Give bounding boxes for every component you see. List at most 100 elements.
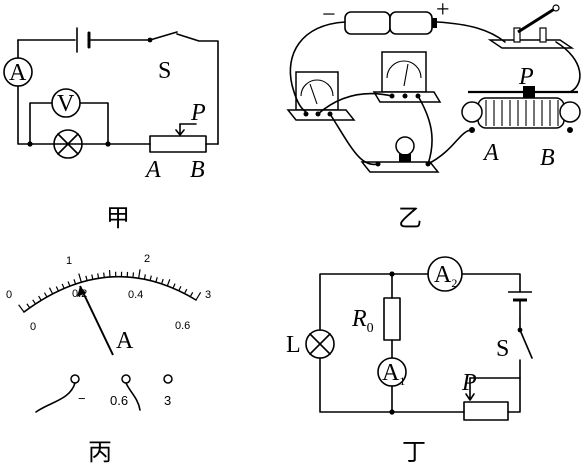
dial-tick [18,304,25,313]
dial-tick [166,279,171,287]
dial-tick [183,288,188,294]
lamp-cross [57,133,79,155]
figure-c: 0 1 2 3 0 0.2 0.4 0.6 A − 0.6 3 丙 [6,253,211,466]
ammeter-a1 [377,357,407,387]
rheostat-box [463,401,509,421]
ammeter-label: A [9,60,27,86]
battery-negative-label: − [322,2,336,28]
switch-label: S [158,58,171,84]
slider-label: P [190,100,206,126]
dial-tick [195,291,202,301]
caption-c: 丙 [88,438,112,466]
scale-top-1: 1 [66,255,72,267]
terminal-b-label: B [540,145,555,171]
terminal-3-label: 3 [164,393,171,408]
battery-terminal [432,18,437,28]
voltmeter-terminal [402,93,408,99]
ammeter-scale [300,79,334,97]
voltmeter-scale [386,60,422,79]
wire [427,129,473,165]
scale-bottom-0: 0 [30,321,36,333]
dial-tick [138,269,141,279]
switch-post [539,27,547,43]
dial-tick [149,275,152,281]
terminal-a-label: A [482,140,499,166]
dial-ticks [18,269,202,313]
terminal-0-6 [121,374,131,384]
rheostat-end [461,101,483,123]
dial-tick [38,295,42,301]
wire [289,21,346,113]
dial-tick [78,273,82,283]
rheostat-slider [523,86,535,98]
resistor-label-main: R [351,306,367,332]
dial-tick [155,277,158,283]
lamp-bulb [395,136,415,156]
wire [507,377,521,413]
dial-tick [189,292,194,297]
resistor-label: R0 [351,306,374,336]
dial-tick [55,286,59,292]
figure-a: S A V P A B 甲 [3,27,219,232]
wire [317,92,393,115]
lamp-icon [53,129,83,159]
lamp-cross [309,333,331,355]
wire [319,273,533,379]
dial-tick [67,281,71,287]
ammeter1-label: A1 [382,360,405,388]
wire [29,102,109,145]
dial-tick [73,279,77,285]
figure-d: S L R0 A1 A2 P 丁 [286,256,533,466]
switch-label: P [518,64,534,90]
ammeter-a2 [427,256,463,292]
ammeter2-label-sub: 2 [451,276,457,290]
voltmeter-needle [403,63,409,87]
dial-tick [32,299,36,305]
battery-positive-label: + [436,0,450,23]
switch-handle [552,4,560,12]
ammeter-needle [309,83,318,105]
dial-tick [43,292,48,298]
rheostat-slider [175,123,185,136]
rheostat-terminal [567,127,573,133]
figure-b: − + P [286,0,581,232]
scale-top-2: 2 [144,253,150,265]
scale-bottom-2: 0.4 [128,289,143,301]
rheostat-coil [477,97,565,129]
lamp-icon [305,329,335,359]
slider-label: P [461,370,477,396]
wire [125,382,141,411]
switch-base [487,39,575,49]
junction-dot [105,141,111,147]
voltmeter-v [51,88,81,118]
rheostat-end [559,101,581,123]
rheostat-slider [465,377,475,401]
switch-blade [149,31,178,41]
caption-d: 丁 [402,438,426,466]
lamp-socket [399,154,411,162]
scale-bottom-3: 0.6 [175,320,190,332]
switch-blade [517,6,557,34]
dial-tick [61,283,65,289]
ammeter1-label-sub: 1 [399,374,405,388]
dial-needle [79,285,114,356]
scale-top-3: 3 [205,289,211,301]
dial-tick [172,283,176,289]
terminal-a-label: A [144,157,161,183]
dial-tick [85,275,88,281]
dial-tick [97,273,100,279]
dial-tick [178,285,182,292]
dial-tick [48,287,54,295]
lamp-label: L [286,332,301,358]
switch-pivot [517,327,523,333]
switch-post [513,27,521,43]
terminal-0-6-label: 0.6 [110,393,128,408]
terminal-b-label: B [190,157,205,183]
wire [436,21,506,43]
battery-cell [344,11,391,35]
ammeter1-label-main: A [382,360,400,386]
dial-tick [91,274,94,280]
dial-tick [132,272,135,278]
ammeter-terminal [303,111,309,117]
